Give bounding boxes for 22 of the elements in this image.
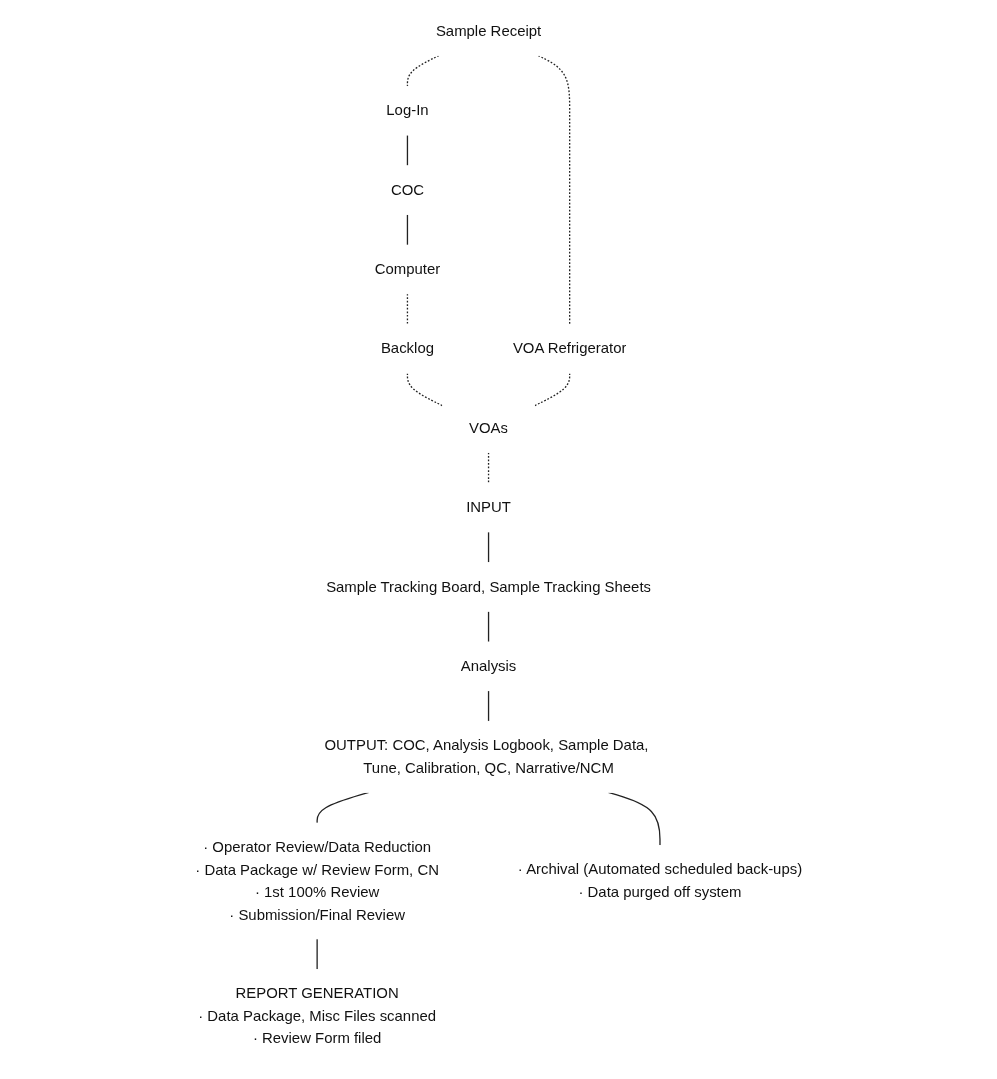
node-text: Backlog [380, 340, 434, 357]
node-text: Log-In [386, 102, 429, 119]
node-text: Analysis [460, 657, 517, 675]
node-text: COC [390, 181, 424, 199]
connector [487, 610, 489, 643]
connector [487, 531, 489, 564]
node-text: INPUT [465, 499, 511, 516]
node-text: Sample Tracking Board, Sample Tracking Sheets [325, 578, 651, 596]
connector [406, 213, 408, 246]
node-text: · Archival (Automated scheduled back-ups) · Data purged off system [517, 861, 802, 901]
node-text: Sample Receipt [435, 22, 541, 40]
node-text: OUTPUT: COC, Analysis Logbook, Sample Data, Tune, Calibration, QC, Narrative/NCM [324, 737, 649, 777]
connector [406, 134, 408, 167]
node-text: VOAs [468, 419, 508, 437]
node-text: REPORT GENERATION · Data Package, Misc Files scanned · Review Form filed [198, 985, 436, 1047]
connector [406, 293, 408, 326]
connector [487, 690, 489, 722]
connector [316, 938, 318, 971]
node-text: Computer [374, 260, 440, 278]
connector [487, 451, 489, 484]
node-text: VOA Refrigerator [512, 340, 627, 357]
node-text: · Operator Review/Data Reduction · Data Package w/ Review Form, CN · 1st 100% Review · Submission/Final Review [195, 838, 439, 923]
